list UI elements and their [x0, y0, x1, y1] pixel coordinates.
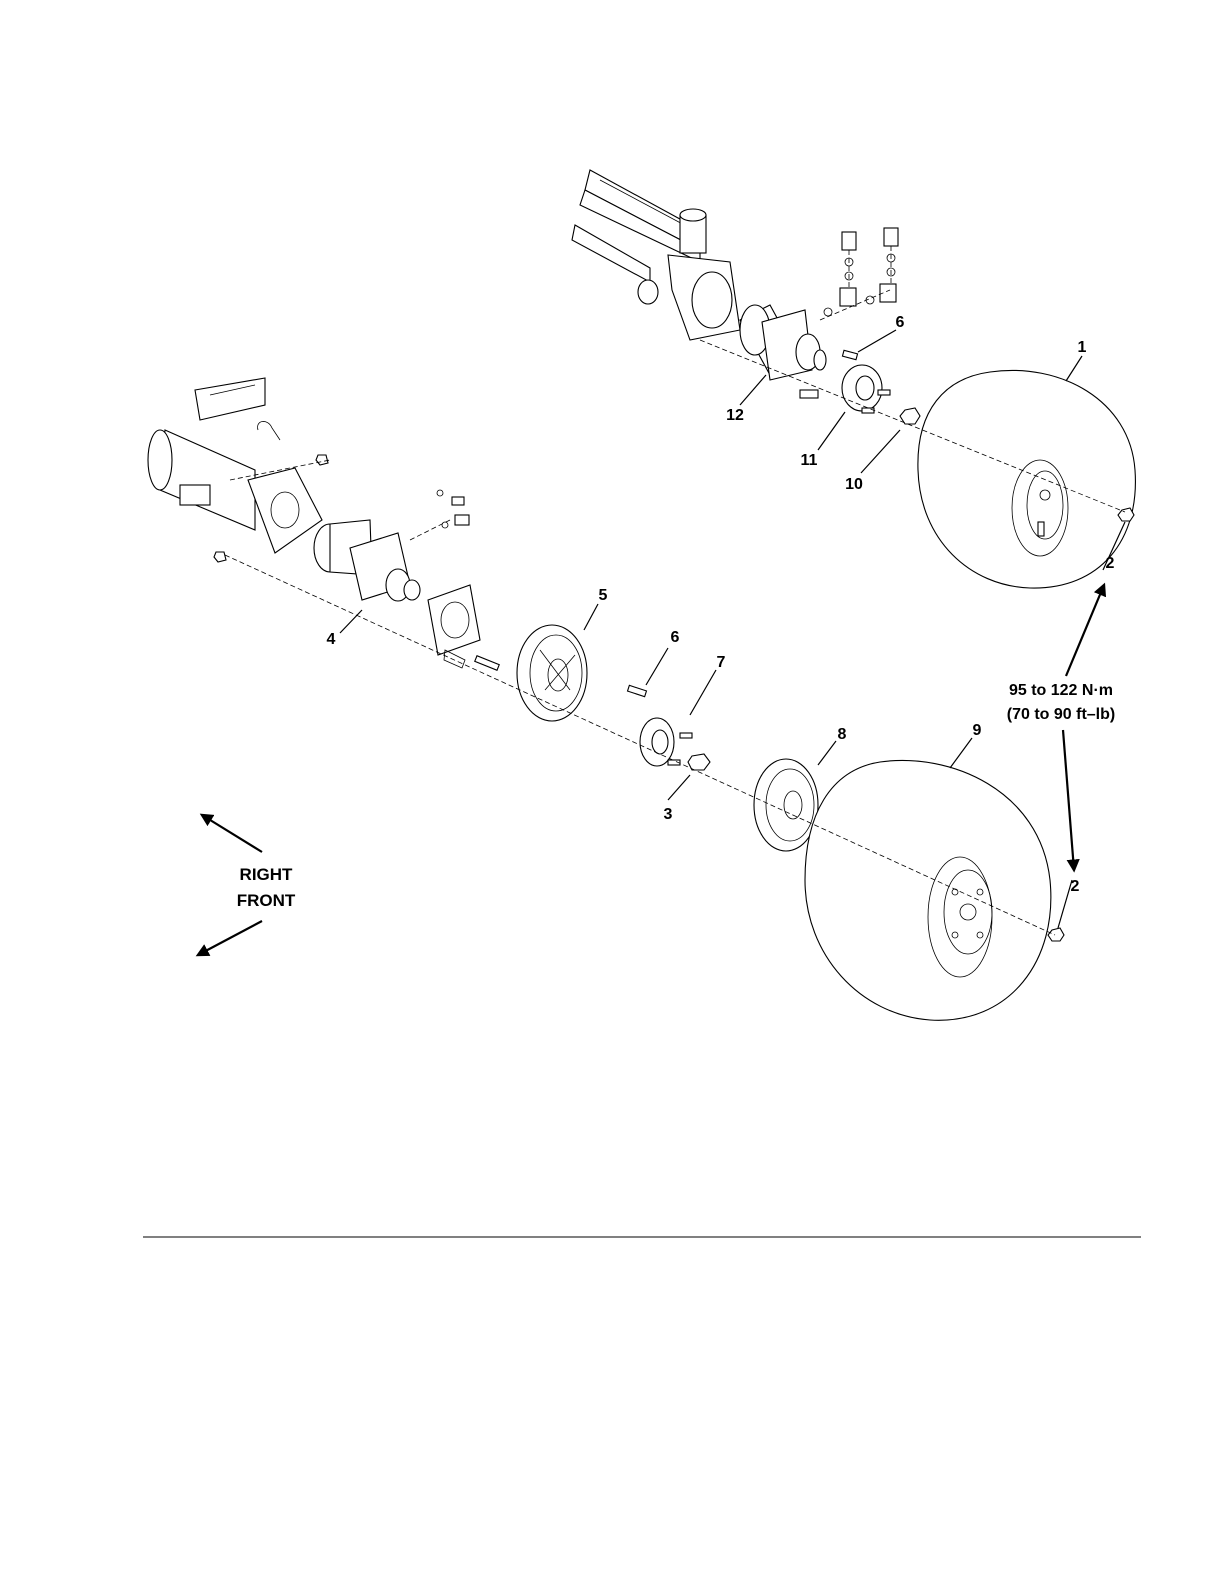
callout-3: 3	[664, 806, 673, 823]
brake-adapter-bracket	[428, 585, 499, 670]
callout-6-upper: 6	[896, 314, 905, 331]
callout-4: 4	[327, 631, 336, 648]
upper-lug-nut-item-10	[900, 408, 920, 424]
stud-item-6-lower	[628, 685, 647, 696]
callout-10: 10	[845, 476, 863, 493]
torque-arrow-up-icon	[1066, 585, 1104, 676]
lower-frame-tube	[148, 378, 265, 530]
wheel-item-1	[918, 370, 1136, 588]
callout-6-lower: 6	[671, 629, 680, 646]
callout-12: 12	[726, 407, 744, 424]
upper-hub-item-11	[842, 350, 890, 413]
right-direction-arrow-icon	[202, 815, 262, 852]
hairpin-clip	[258, 421, 280, 440]
torque-spec-imperial: (70 to 90 ft–lb)	[1007, 706, 1115, 723]
callout-2-upper: 2	[1106, 555, 1115, 572]
nut-item-3	[688, 754, 710, 770]
front-direction-arrow-icon	[198, 921, 262, 955]
lower-hydraulic-fittings	[437, 490, 469, 528]
wheel-item-9	[805, 760, 1051, 1020]
callout-7: 7	[717, 654, 726, 671]
callout-8: 8	[838, 726, 847, 743]
upper-frame-arm	[572, 170, 740, 340]
orientation-front-label: FRONT	[237, 891, 296, 910]
hub-item-7	[640, 718, 692, 766]
torque-spec-metric: 95 to 122 N·m	[1009, 682, 1113, 699]
upper-motor	[740, 305, 826, 398]
nut-upper-frame	[316, 455, 328, 465]
nut-lower-frame	[214, 552, 226, 562]
callout-1: 1	[1078, 339, 1087, 356]
orientation-right-label: RIGHT	[240, 865, 294, 884]
lug-nut-item-2-lower	[1048, 928, 1064, 941]
callout-2-lower: 2	[1071, 878, 1080, 895]
callout-9: 9	[973, 722, 982, 739]
lower-mount-plate	[248, 468, 322, 553]
brake-assembly-item-5	[517, 625, 587, 721]
wheel-motor-item-4	[314, 520, 420, 601]
callout-5: 5	[599, 587, 608, 604]
callout-11: 11	[801, 452, 818, 469]
torque-arrow-down-icon	[1063, 730, 1074, 870]
brake-drum-item-8	[754, 759, 818, 851]
